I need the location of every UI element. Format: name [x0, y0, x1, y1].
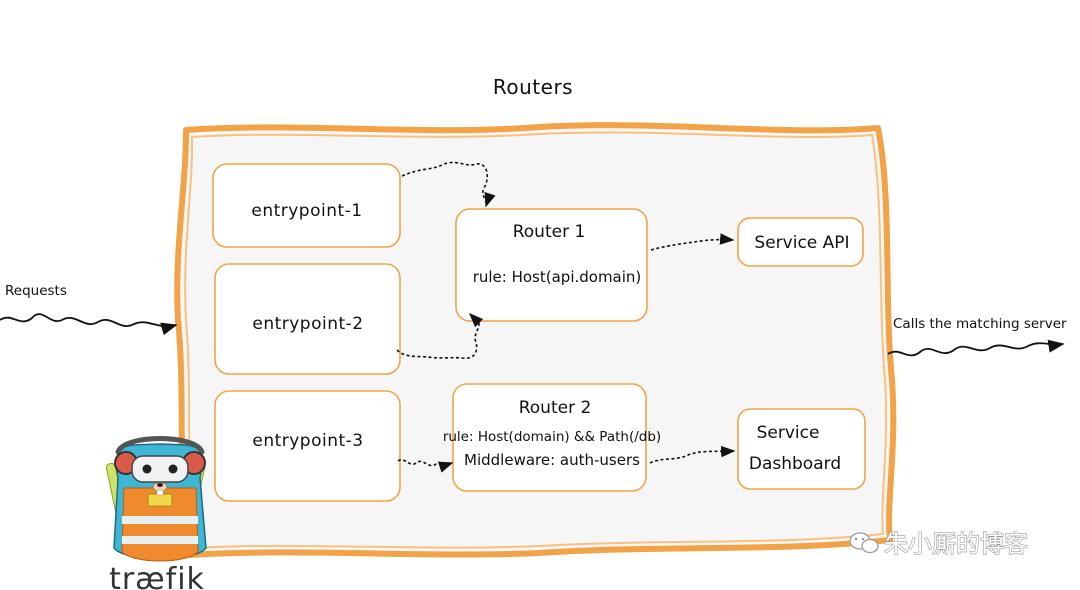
wechat-icon — [849, 532, 879, 554]
router-2-rule: rule: Host(domain) && Path(/db) — [443, 429, 661, 445]
entrypoint-3-box: entrypoint-3 — [214, 390, 401, 502]
router-1-rule: rule: Host(api.domain) — [473, 268, 642, 286]
arrow-calls-out — [887, 339, 1065, 357]
entrypoint-1-box: entrypoint-1 — [212, 163, 401, 248]
entrypoint-3-label: entrypoint-3 — [252, 431, 363, 451]
router-2-label: Router 2 — [519, 398, 592, 418]
arrow-router2-to-service-dashboard — [649, 445, 736, 464]
router-1-box: Router 1 rule: Host(api.domain) — [455, 208, 648, 322]
service-dashboard-label-line1: Service — [757, 423, 820, 443]
gopher-mascot-icon — [105, 436, 207, 562]
arrow-entrypoint3-to-router2 — [397, 459, 454, 473]
entrypoint-2-label: entrypoint-2 — [252, 314, 363, 334]
service-api-box: Service API — [737, 217, 864, 267]
arrow-requests-in — [0, 313, 178, 336]
arrow-entrypoint2-to-router1 — [396, 312, 484, 360]
service-dashboard-label-line2: Dashboard — [749, 454, 841, 474]
service-api-label: Service API — [754, 233, 849, 253]
diagram-title: Routers — [493, 75, 573, 99]
watermark-text: 朱小厮的博客 — [884, 530, 1028, 558]
router-2-box: Router 2 rule: Host(domain) && Path(/db)… — [443, 383, 661, 492]
traefik-logo-text: træfik — [109, 562, 205, 590]
router-1-label: Router 1 — [513, 222, 586, 242]
arrow-router1-to-service-api — [650, 233, 735, 251]
entrypoint-2-box: entrypoint-2 — [214, 263, 401, 375]
router-2-middleware: Middleware: auth-users — [464, 451, 640, 469]
service-dashboard-box: Service Dashboard — [737, 408, 866, 490]
requests-label: Requests — [5, 283, 67, 299]
calls-matching-server-label: Calls the matching server — [893, 316, 1067, 332]
entrypoint-1-label: entrypoint-1 — [251, 201, 362, 221]
